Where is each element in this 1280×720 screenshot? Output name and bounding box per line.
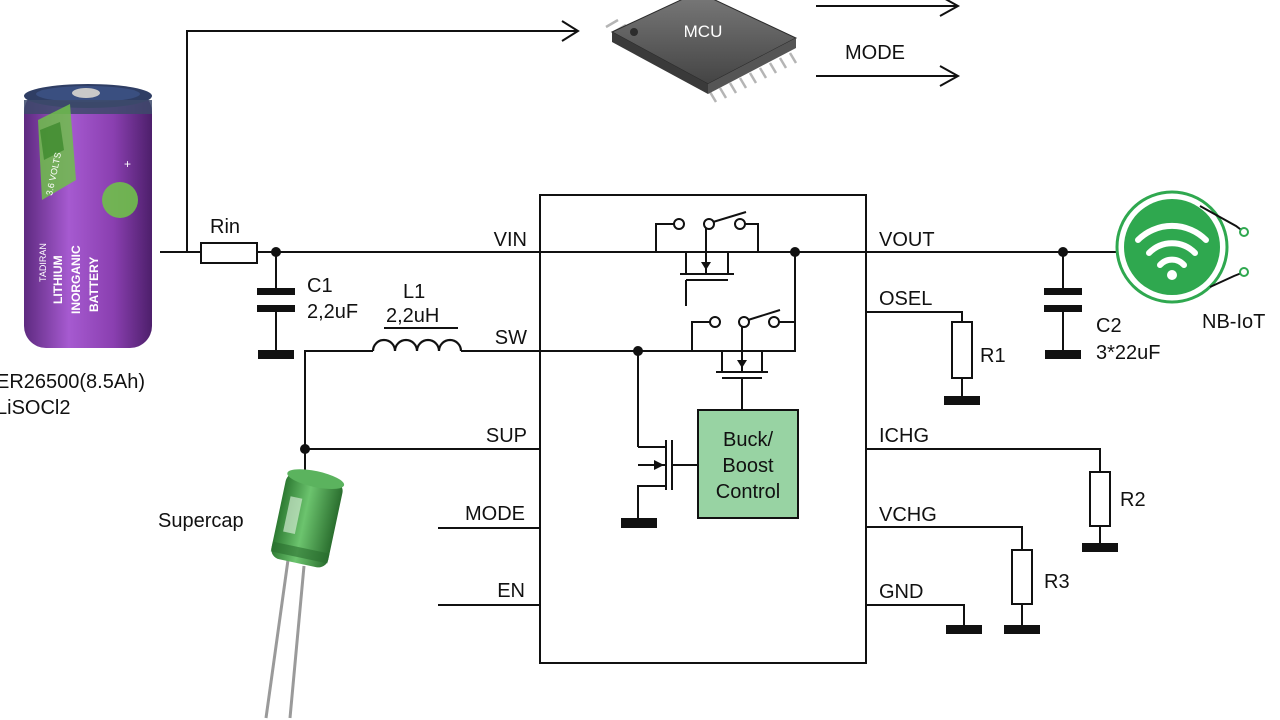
mcu-supply-wire	[186, 20, 580, 252]
sup-network	[300, 444, 540, 470]
r2-label: R2	[1120, 489, 1146, 511]
pin-vin: VIN	[494, 229, 527, 251]
r1-resistor	[951, 321, 973, 379]
control-line-2: Boost	[722, 455, 774, 477]
control-line-3: Control	[716, 481, 780, 503]
c1-value: 2,2uF	[307, 301, 358, 323]
rin-resistor	[200, 242, 258, 264]
supercap-label: Supercap	[158, 510, 244, 532]
battery-plus-sign: +	[124, 157, 131, 171]
l1-value: 2,2uH	[386, 305, 439, 327]
c1-name: C1	[307, 275, 333, 297]
pin-mode: MODE	[465, 503, 525, 525]
c2-network	[1044, 247, 1082, 359]
mosfet-ground	[621, 518, 657, 528]
upper-switch	[655, 211, 759, 306]
mcu-chip: MCU	[605, 0, 798, 103]
pin-ichg: ICHG	[879, 425, 929, 447]
battery: 3.6 VOLTS TADIRAN LITHIUM INORGANIC BATT…	[24, 84, 152, 348]
pin-vout: VOUT	[879, 229, 935, 251]
r2-network	[866, 448, 1118, 552]
c2-ground	[1045, 350, 1081, 359]
pin-sw: SW	[495, 327, 527, 349]
pin-gnd: GND	[879, 581, 923, 603]
c2-value: 3*22uF	[1096, 342, 1161, 364]
gnd-pin-ground	[946, 625, 982, 634]
r3-network	[866, 526, 1040, 634]
low-side-mosfet	[621, 351, 698, 528]
wifi-icon	[1135, 222, 1209, 268]
battery-caption-line2: LiSOCl2	[0, 397, 70, 419]
inductor-network	[304, 338, 540, 446]
nbiot-module	[1115, 190, 1249, 304]
control-line-1: Buck/	[723, 429, 773, 451]
gnd-pin-network	[866, 604, 982, 634]
input-network	[160, 242, 540, 359]
mcu-label: MCU	[684, 22, 723, 41]
r3-resistor	[1011, 549, 1033, 605]
mcu-outputs: MODE	[816, 0, 961, 87]
c1-plate-bottom	[257, 305, 295, 312]
r2-ground	[1082, 543, 1118, 552]
r1-ground	[944, 396, 980, 405]
r2-resistor	[1089, 471, 1111, 527]
pin-vchg: VCHG	[879, 504, 937, 526]
r3-label: R3	[1044, 571, 1070, 593]
pin-en: EN	[497, 580, 525, 602]
ic-body	[539, 194, 867, 664]
c1-plate-top	[257, 288, 295, 295]
l1-inductor	[371, 338, 463, 352]
pin-osel: OSEL	[879, 288, 932, 310]
battery-line-1: LITHIUM	[51, 255, 65, 304]
battery-brand: TADIRAN	[38, 243, 48, 282]
r3-ground	[1004, 625, 1040, 634]
supercapacitor	[264, 469, 345, 719]
r1-network	[866, 311, 980, 405]
lower-switch	[540, 309, 795, 410]
pin-sup: SUP	[486, 425, 527, 447]
c2-name: C2	[1096, 315, 1122, 337]
c1-ground	[258, 350, 294, 359]
battery-line-3: BATTERY	[87, 257, 101, 312]
battery-line-2: INORGANIC	[69, 245, 83, 314]
l1-name: L1	[403, 281, 425, 303]
battery-caption-line1: ER26500(8.5Ah)	[0, 371, 145, 393]
buck-boost-control: Buck/ Boost Control	[697, 409, 799, 519]
rin-label: Rin	[210, 216, 240, 238]
nbiot-label: NB-IoT	[1202, 311, 1265, 333]
r1-label: R1	[980, 345, 1006, 367]
mcu-mode-label: MODE	[845, 42, 905, 64]
